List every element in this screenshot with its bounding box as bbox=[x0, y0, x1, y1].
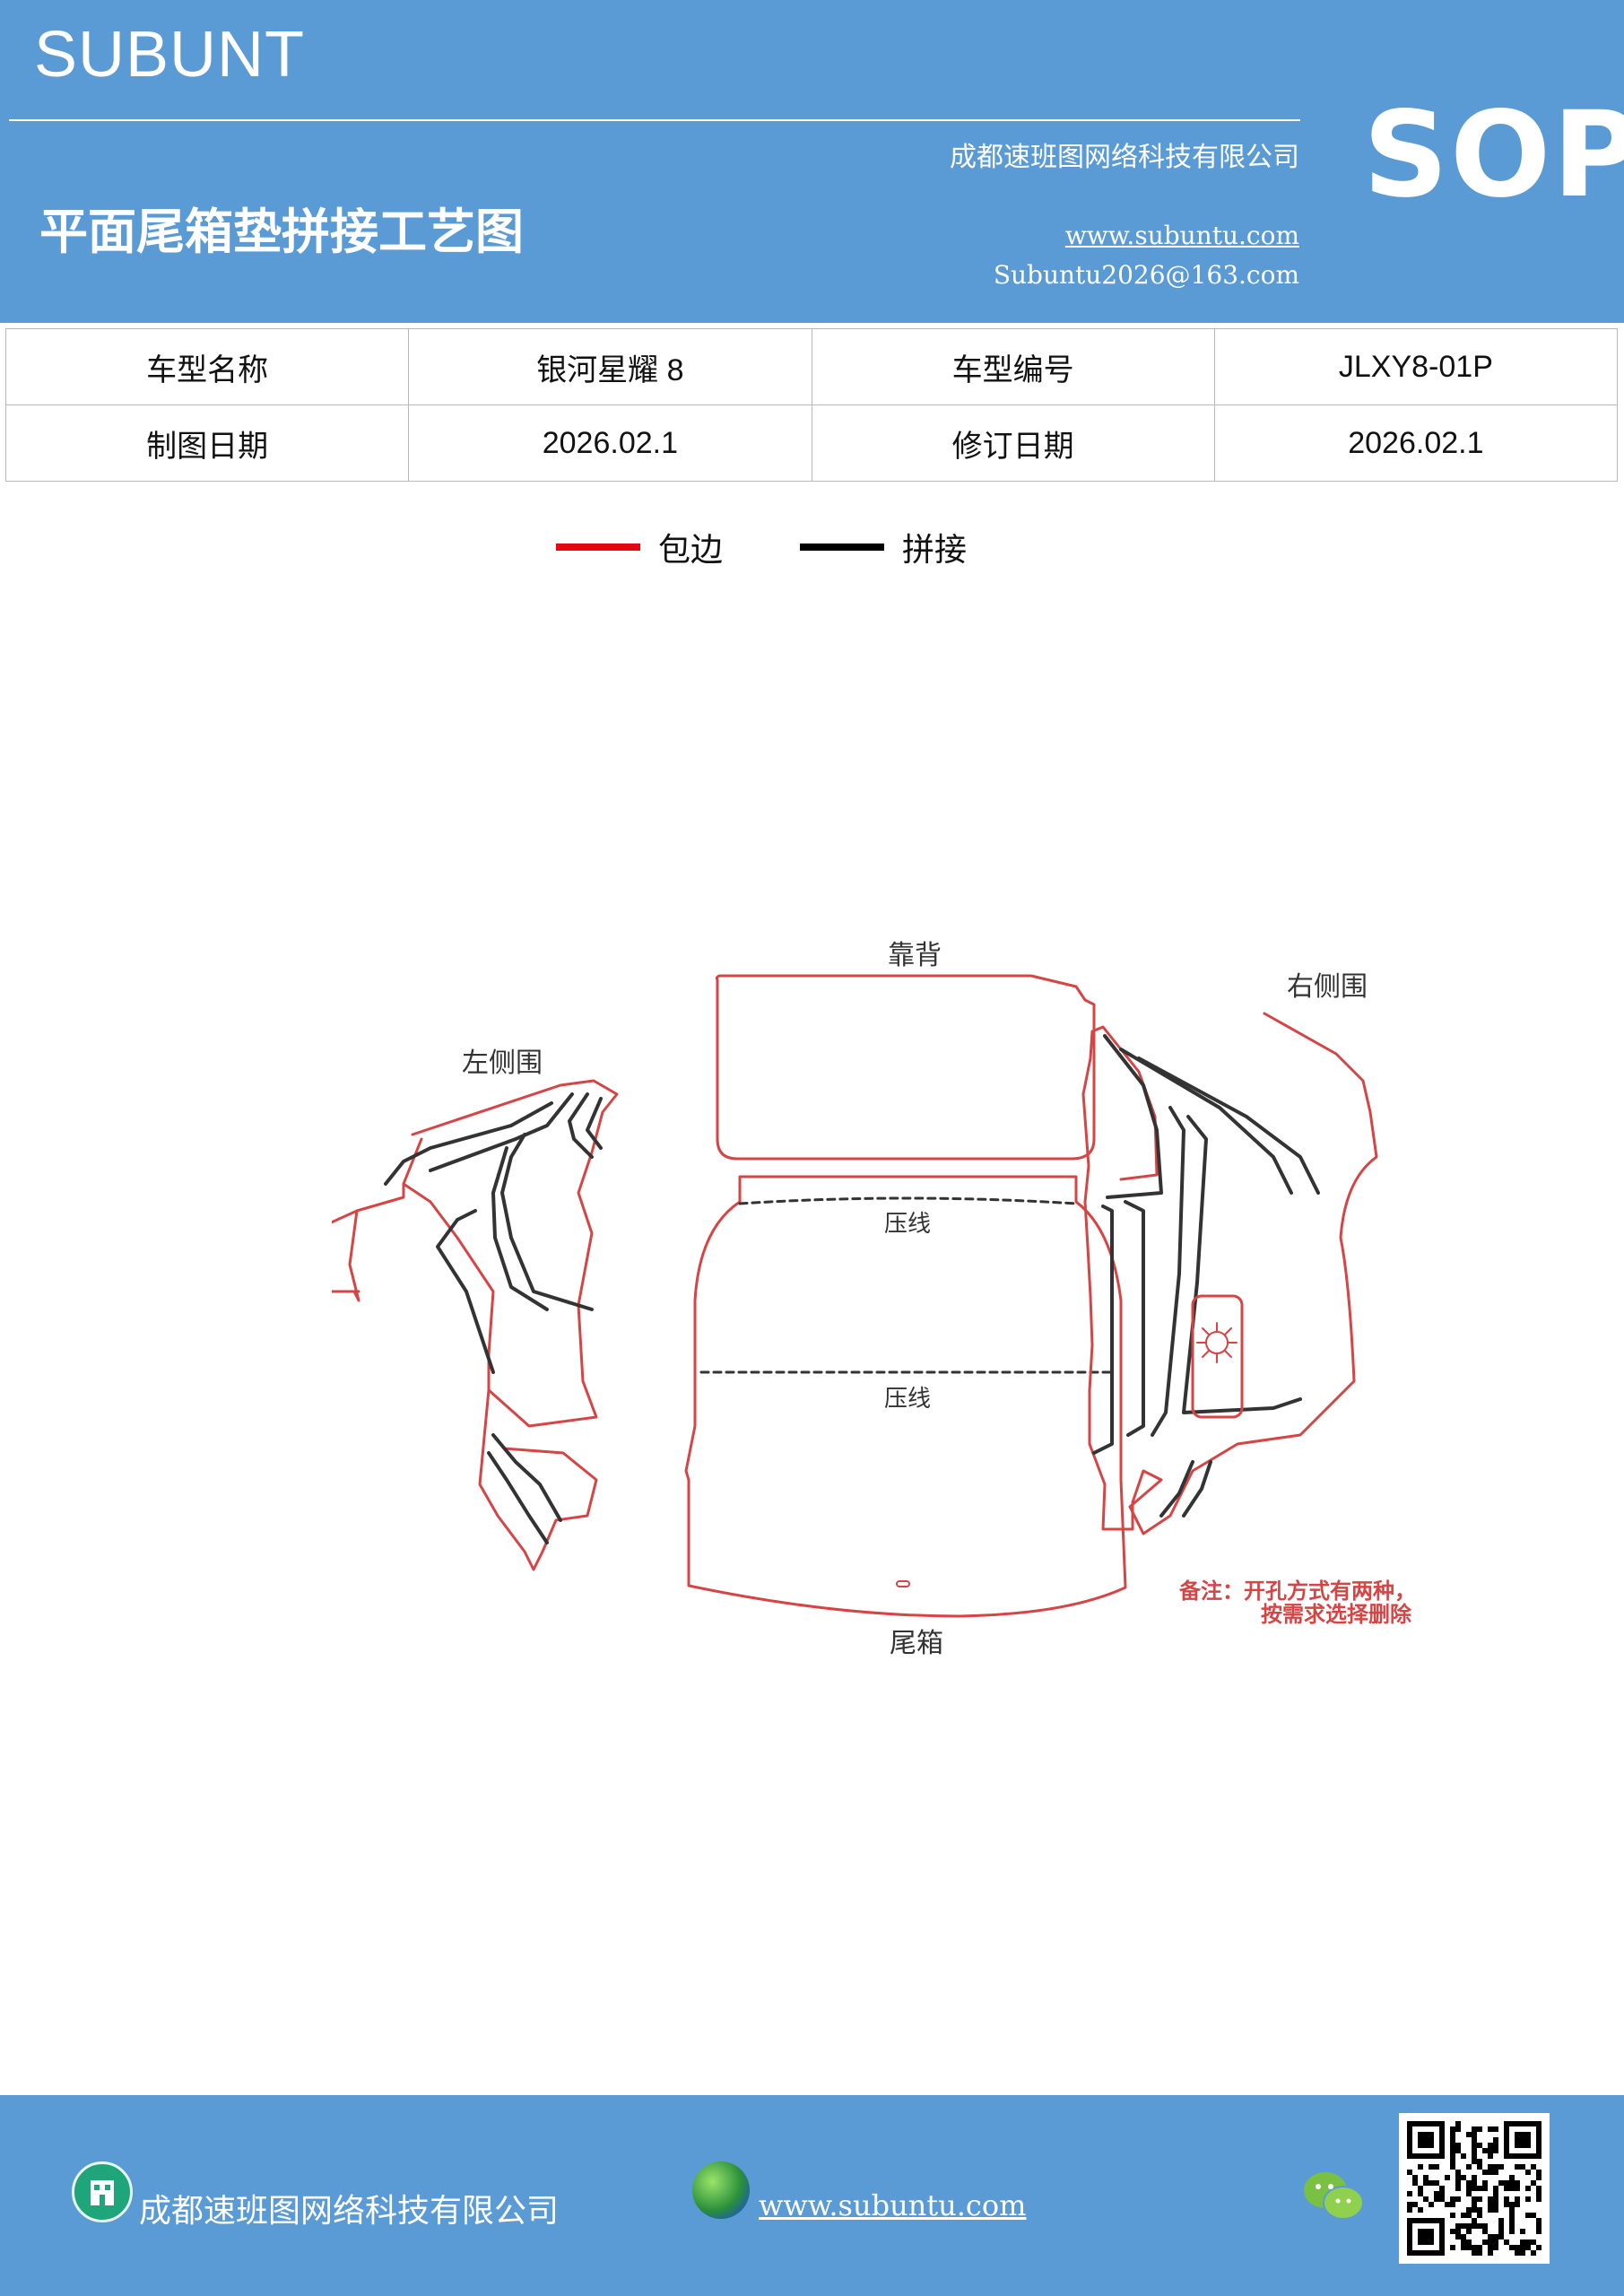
header-website-link[interactable]: www.subuntu.com bbox=[1064, 221, 1299, 250]
document-title: 平面尾箱垫拼接工艺图 bbox=[39, 204, 524, 260]
table-cell-label: 车型编号 bbox=[811, 328, 1215, 405]
footer-company-name: 成都速班图网络科技有限公司 bbox=[139, 2193, 560, 2230]
label-left-side: 左侧围 bbox=[462, 1048, 543, 1079]
vehicle-info-table: 车型名称 银河星耀 8 车型编号 JLXY8-01P 制图日期 2026.02.… bbox=[4, 328, 1619, 482]
sop-badge: SOP bbox=[1363, 86, 1624, 224]
table-cell-value: 2026.02.1 bbox=[1213, 404, 1619, 482]
label-back: 靠背 bbox=[888, 940, 942, 971]
legend-seam-label: 拼接 bbox=[902, 532, 968, 569]
header-banner: SUBUNT 成都速班图网络科技有限公司 平面尾箱垫拼接工艺图 www.subu… bbox=[0, 0, 1624, 323]
legend-seam-swatch bbox=[800, 544, 884, 551]
legend-edge-swatch bbox=[556, 544, 640, 551]
table-cell-value: 2026.02.1 bbox=[408, 404, 812, 482]
legend-item-edge: 包边 bbox=[556, 524, 735, 578]
building-icon bbox=[72, 2161, 133, 2222]
trunk-mat-diagram: 靠背 左侧围 右侧围 压线 压线 尾箱 备注：开孔方式有两种， 按需求选择删除 bbox=[332, 940, 1416, 1659]
brand-name: SUBUNT bbox=[34, 19, 306, 91]
trunk-floor-panel bbox=[684, 1175, 1127, 1618]
legend-edge-label: 包边 bbox=[658, 532, 724, 569]
left-side-panel bbox=[332, 1079, 619, 1571]
wechat-icon[interactable] bbox=[1302, 2169, 1365, 2222]
back-rest-panel bbox=[715, 974, 1096, 1161]
mounting-hole-icon bbox=[1196, 1322, 1238, 1363]
footer-banner: 成都速班图网络科技有限公司 www.subuntu.com bbox=[0, 2095, 1624, 2296]
right-side-panel bbox=[1081, 1012, 1378, 1535]
footer-website-link[interactable]: www.subuntu.com bbox=[759, 2188, 1027, 2222]
header-divider bbox=[9, 119, 1300, 121]
legend-item-seam: 拼接 bbox=[800, 524, 979, 578]
table-row: 制图日期 2026.02.1 修订日期 2026.02.1 bbox=[4, 404, 1619, 482]
note-line-2: 按需求选择删除 bbox=[1261, 1602, 1412, 1627]
table-cell-value: JLXY8-01P bbox=[1213, 328, 1619, 405]
table-cell-label: 车型名称 bbox=[4, 328, 410, 405]
label-crease-2: 压线 bbox=[884, 1386, 931, 1413]
table-cell-label: 制图日期 bbox=[4, 404, 410, 482]
label-trunk: 尾箱 bbox=[890, 1628, 943, 1659]
label-crease-1: 压线 bbox=[884, 1211, 931, 1238]
table-row: 车型名称 银河星耀 8 车型编号 JLXY8-01P bbox=[4, 328, 1619, 405]
note-line-1: 备注：开孔方式有两种， bbox=[1178, 1578, 1416, 1604]
qr-code bbox=[1399, 2113, 1550, 2264]
table-cell-value: 银河星耀 8 bbox=[408, 328, 812, 405]
label-right-side: 右侧围 bbox=[1287, 971, 1368, 1003]
table-cell-label: 修订日期 bbox=[811, 404, 1215, 482]
header-company-name: 成都速班图网络科技有限公司 bbox=[950, 142, 1299, 173]
globe-icon bbox=[692, 2161, 750, 2219]
header-email: Subuntu2026@163.com bbox=[993, 260, 1299, 290]
